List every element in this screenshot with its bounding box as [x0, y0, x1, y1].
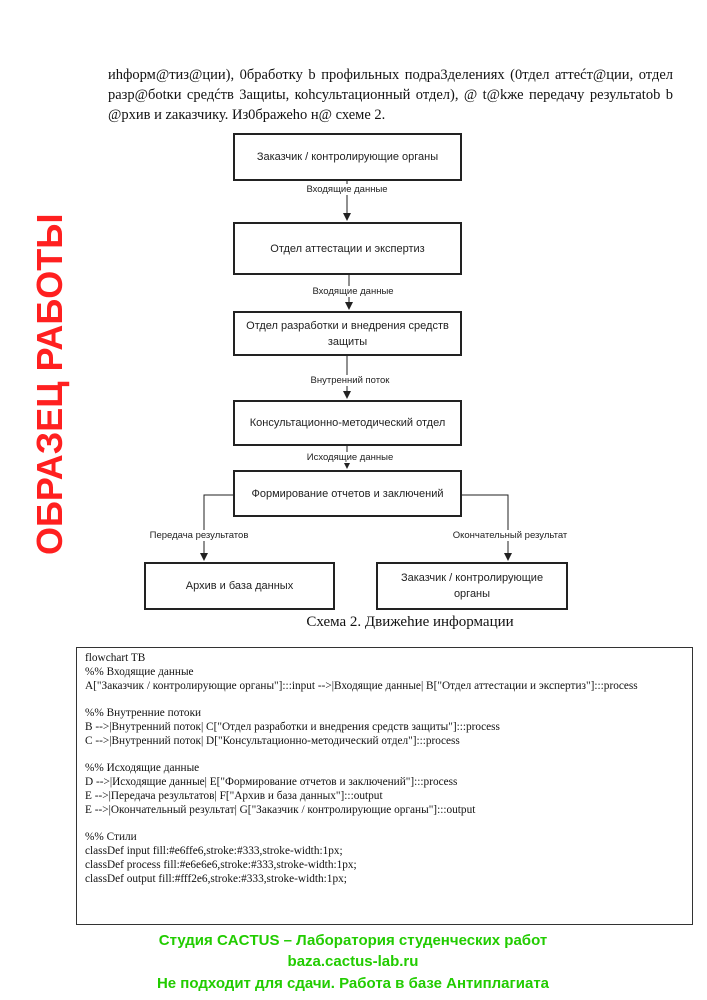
code-line: B -->|Внутренний поток| C["Отдел разрабо… — [85, 720, 500, 733]
code-line: classDef output fill:#fff2e6,stroke:#333… — [85, 872, 347, 885]
code-line: E -->|Передача результатов| F["Архив и б… — [85, 789, 383, 802]
code-line: classDef input fill:#e6ffe6,stroke:#333,… — [85, 845, 343, 858]
code-line: A["Заказчик / контролирующие органы"]:::… — [85, 679, 638, 692]
node-development-dept: Отдел разработки и внедрения средств защ… — [233, 311, 462, 356]
code-line: flowchart TB — [85, 652, 146, 664]
code-line: C -->|Внутренний поток| D["Консультацион… — [85, 734, 460, 747]
edge-label-incoming-2: Входящие данные — [310, 286, 396, 297]
node-customer: Заказчик / контролирующие органы — [233, 133, 462, 181]
figure-caption: Схема 2. Движеhие информации — [306, 614, 514, 630]
code-line: %% Исходящие данные — [85, 762, 200, 775]
edge-label-transfer: Передача результатов — [147, 530, 251, 541]
node-customer-output: Заказчик / контролирующие органы — [376, 562, 568, 610]
code-line: E -->|Окончательный результат| G["Заказч… — [85, 803, 476, 816]
code-line: %% Входящие данные — [85, 665, 194, 678]
code-line: %% Стили — [85, 831, 137, 844]
node-consulting-dept: Консультационно-методический отдел — [233, 400, 462, 446]
code-line: D -->|Исходящие данные| E["Формирование … — [85, 776, 458, 789]
edge-label-internal: Внутренний поток — [308, 375, 392, 386]
edge-label-incoming-1: Входящие данные — [304, 184, 390, 195]
code-line — [85, 818, 684, 832]
code-line: %% Внутренние потоки — [85, 707, 202, 720]
edge-label-outgoing: Исходящие данные — [304, 452, 396, 463]
node-attestation-dept: Отдел аттестации и экспертиз — [233, 222, 462, 275]
code-line: classDef process fill:#e6e6e6,stroke:#33… — [85, 858, 357, 871]
node-reports: Формирование отчетов и заключений — [233, 470, 462, 517]
code-line — [85, 693, 684, 707]
body-paragraph: иhформ@тиз@ции), 0бработку b профильных … — [108, 67, 673, 123]
code-line — [85, 749, 684, 763]
node-archive: Архив и база данных — [144, 562, 335, 610]
edge-label-final: Окончательный результат — [450, 530, 570, 541]
